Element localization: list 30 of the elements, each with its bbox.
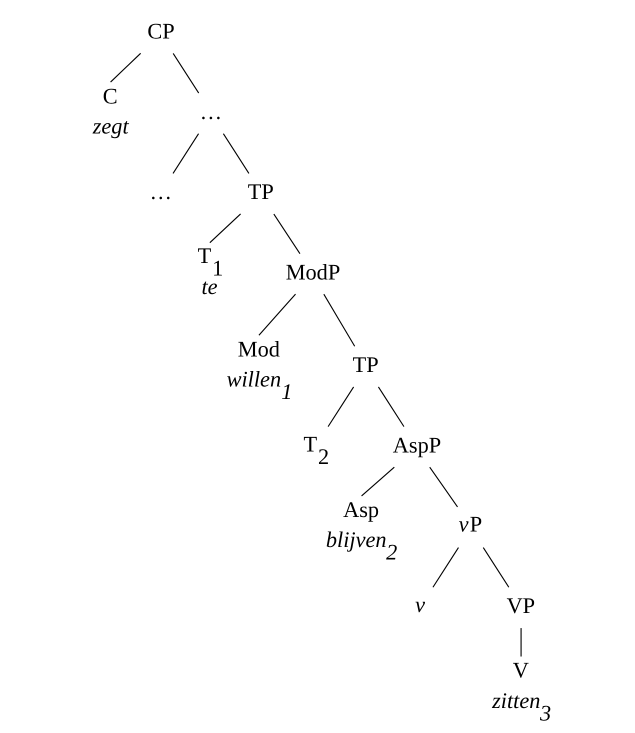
connector <box>110 52 142 82</box>
node-label: zegt <box>92 113 129 138</box>
connector <box>328 386 354 427</box>
node-text: TP <box>352 352 379 378</box>
node-text: CP <box>147 18 175 44</box>
node-text: ModP <box>286 259 340 284</box>
connector <box>520 628 522 657</box>
connector <box>378 386 404 427</box>
node-text: Mod <box>238 336 280 362</box>
node-text: C <box>102 83 118 108</box>
connector <box>258 294 296 336</box>
node-text: … <box>200 98 222 124</box>
connector <box>429 466 458 508</box>
node-text: VP <box>506 593 536 618</box>
node-text: … <box>150 179 172 204</box>
connector <box>209 214 241 244</box>
node-text: vP <box>458 512 482 537</box>
connector <box>222 133 250 174</box>
connector <box>172 133 200 174</box>
node-text: AspP <box>392 432 442 458</box>
node-text: v <box>415 592 426 617</box>
node-text: V <box>512 658 529 683</box>
connector <box>273 214 300 254</box>
node-text: TP <box>248 179 274 204</box>
connector <box>361 466 395 496</box>
connector <box>482 547 510 588</box>
connector <box>432 547 459 588</box>
connector <box>172 53 200 94</box>
connector <box>323 294 356 347</box>
node-text: Asp <box>343 497 380 522</box>
